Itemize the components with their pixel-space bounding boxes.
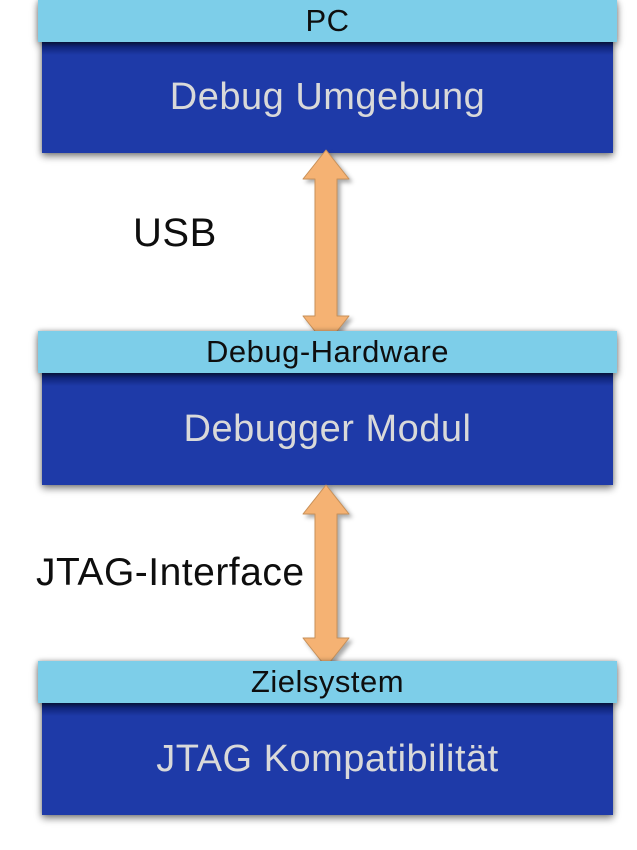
box-pc-body: Debug Umgebung bbox=[42, 42, 613, 153]
box-zielsystem-body: JTAG Kompatibilität bbox=[42, 703, 613, 815]
box-pc-header-label: PC bbox=[305, 3, 350, 38]
box-pc-body-label: Debug Umgebung bbox=[169, 76, 486, 118]
jtag-interface-label: JTAG-Interface bbox=[36, 551, 305, 594]
box-pc: PC Debug Umgebung bbox=[38, 0, 617, 153]
box-zielsystem-body-label: JTAG Kompatibilität bbox=[156, 737, 499, 780]
jtag-double-arrow-icon bbox=[302, 484, 350, 668]
box-zielsystem: Zielsystem JTAG Kompatibilität bbox=[38, 661, 617, 815]
box-debug-hardware-header-label: Debug-Hardware bbox=[205, 334, 450, 369]
box-debug-hardware-body: Debugger Modul bbox=[42, 373, 613, 485]
usb-double-arrow-icon bbox=[302, 149, 350, 346]
box-zielsystem-header-label: Zielsystem bbox=[250, 664, 405, 699]
box-debug-hardware: Debug-Hardware Debugger Modul bbox=[38, 331, 617, 485]
box-pc-header: PC bbox=[38, 0, 617, 42]
usb-label: USB bbox=[133, 211, 217, 255]
box-zielsystem-header: Zielsystem bbox=[38, 661, 617, 703]
box-debug-hardware-body-label: Debugger Modul bbox=[183, 407, 472, 450]
box-debug-hardware-header: Debug-Hardware bbox=[38, 331, 617, 373]
